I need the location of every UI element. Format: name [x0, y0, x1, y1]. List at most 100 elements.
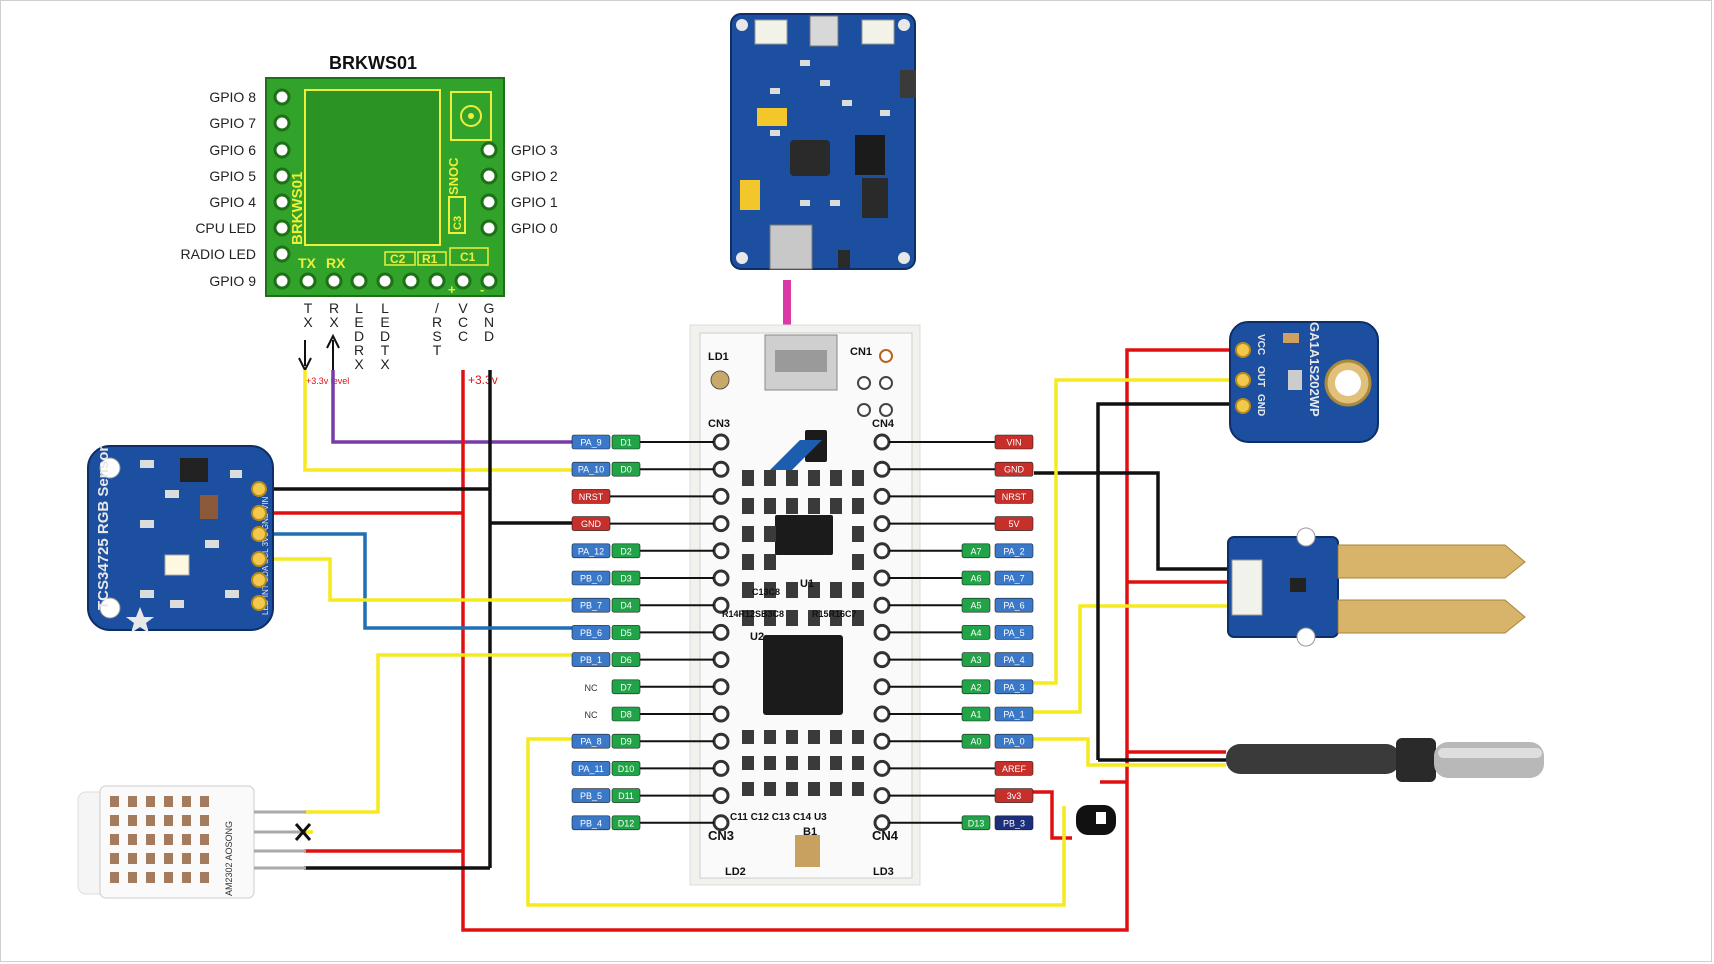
nucleo-pad-right	[873, 569, 891, 587]
wire-3v3-transistor	[1030, 790, 1072, 840]
right-pin-chip	[961, 625, 991, 640]
right-mcu-chip	[994, 516, 1034, 531]
brkws01-pad-left	[273, 141, 291, 159]
left-pin-chip-label: D1	[620, 438, 632, 448]
nucleo-smd	[852, 498, 864, 514]
brkws01-bottom-pin-label: L	[355, 300, 363, 316]
right-pin-chip	[961, 652, 991, 667]
right-mcu-chip-label: 5V	[1008, 519, 1019, 529]
label-res-top: R14R12SB3C8	[722, 609, 784, 619]
brkws01-bottom-pin-label: R	[354, 342, 364, 358]
nucleo-pad-left	[712, 433, 730, 451]
nucleo-smd	[808, 782, 820, 796]
left-pin-chip-label: D11	[618, 791, 634, 801]
brkws01-bottom-pin-label: T	[381, 342, 390, 358]
brkws01-pad-right	[480, 193, 498, 211]
dht-vent	[146, 872, 155, 883]
wire-tcs-scl	[268, 532, 572, 630]
nucleo-smd	[742, 582, 754, 598]
dht-vent	[182, 853, 191, 864]
right-mcu-chip-label: PA_3	[1003, 682, 1024, 692]
nucleo-pad-right	[873, 433, 891, 451]
left-mcu-chip	[571, 625, 611, 640]
right-mcu-chip-label: AREF	[1002, 764, 1027, 774]
brkws01-right-pin-label: GPIO 0	[511, 220, 558, 236]
left-pin-chip	[611, 625, 641, 640]
left-mcu-chip	[571, 788, 611, 803]
left-pin-chip	[611, 597, 641, 613]
nc-label: NC	[585, 683, 598, 693]
right-pin-chip	[961, 679, 991, 695]
nucleo-smd	[786, 470, 798, 486]
left-mcu-chip-label: PA_12	[578, 546, 604, 556]
brkws01-left-pin-label: GPIO 8	[209, 89, 256, 105]
right-mcu-chip	[994, 815, 1034, 831]
brkws01-board-rx: RX	[326, 255, 346, 271]
probe-top-icon	[1337, 544, 1526, 579]
right-pin-chip-label: A1	[970, 710, 981, 720]
left-mcu-chip	[571, 516, 611, 531]
label-cn1: CN1	[850, 346, 872, 358]
nucleo-pad-left	[712, 569, 730, 587]
nucleo-smd	[786, 730, 798, 744]
wire-temp-data	[1030, 737, 1226, 767]
left-pin-chip	[611, 652, 641, 667]
tcs-pad	[251, 505, 267, 521]
nucleo-smd	[742, 498, 754, 514]
wire-gnd-light	[1096, 402, 1240, 760]
right-mcu-chip	[994, 461, 1034, 477]
nucleo-pad-right	[873, 678, 891, 696]
left-mcu-chip-label: PA_11	[578, 764, 604, 774]
wires	[268, 348, 1240, 932]
nucleo-smd	[830, 582, 842, 598]
left-pin-chip	[611, 788, 641, 803]
nucleo-pad-left	[712, 732, 730, 750]
nucleo-pad-right	[873, 705, 891, 723]
right-mcu-chip-label: PA_5	[1003, 628, 1024, 638]
brkws01-r1: R1	[422, 252, 438, 266]
label-ld1: LD1	[708, 351, 729, 363]
nucleo-smd	[830, 610, 842, 626]
left-mcu-chip-label: NRST	[579, 492, 604, 502]
nucleo-smd	[808, 730, 820, 744]
brkws01-right-pin-label: GPIO 1	[511, 194, 558, 210]
nucleo-smd	[808, 582, 820, 598]
ga1a-pin-gnd: GND	[1255, 394, 1266, 416]
label-cn4-top: CN4	[872, 418, 895, 430]
dht-vent	[128, 796, 137, 807]
right-pin-chip-label: A0	[970, 737, 981, 747]
nucleo-smd	[852, 610, 864, 626]
left-pin-chip	[611, 543, 641, 559]
nucleo-smd	[852, 782, 864, 796]
nucleo-smd	[830, 498, 842, 514]
brkws01-bottom-pin-label: X	[329, 314, 339, 330]
nc-label: NC	[585, 710, 598, 720]
left-pin-chip	[611, 570, 641, 586]
wire-light-out	[1030, 378, 1240, 685]
dht-vent	[182, 796, 191, 807]
nucleo-smd	[764, 498, 776, 514]
brkws01-pad-bottom	[299, 272, 317, 290]
brkws01-c3: C3	[452, 216, 464, 230]
right-mcu-chip	[994, 788, 1034, 803]
arrow-down-icon	[298, 340, 312, 373]
left-mcu-chip	[571, 461, 611, 477]
left-mcu-chip-label: PB_0	[580, 574, 602, 584]
adafruit-star-icon	[126, 607, 154, 633]
left-mcu-chip-label: GND	[581, 519, 602, 529]
dht-vent	[182, 815, 191, 826]
left-mcu-chip	[571, 652, 611, 667]
st-logo-icon	[770, 440, 822, 470]
nucleo-pad-left	[712, 623, 730, 641]
nucleo-pad-left	[712, 542, 730, 560]
label-res-mid: C13C8	[752, 587, 780, 597]
left-pin-chip	[611, 434, 641, 450]
left-pin-chip-label: D5	[620, 628, 632, 638]
brkws01-right-pin-label: GPIO 2	[511, 168, 558, 184]
right-mcu-chip	[994, 597, 1034, 613]
ga1a-pin-vcc: VCC	[1255, 334, 1266, 355]
brkws01-pad-left	[273, 88, 291, 106]
dht-vent	[110, 853, 119, 864]
nucleo-smd	[852, 730, 864, 744]
left-mcu-chip	[571, 815, 611, 831]
